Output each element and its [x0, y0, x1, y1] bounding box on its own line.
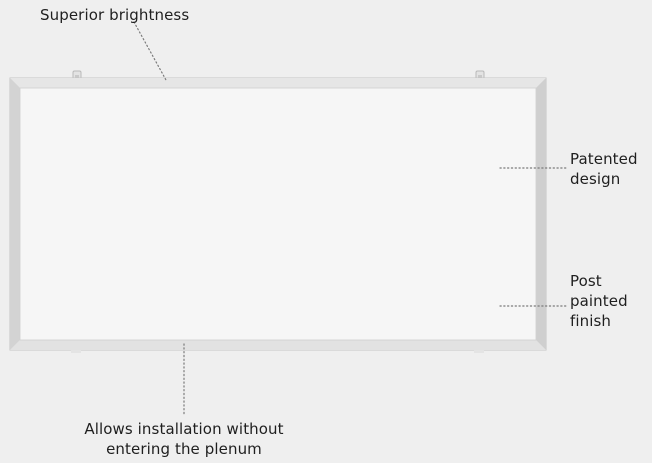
- callout-patented-line-1: Patented: [570, 150, 638, 168]
- panel-face: [19, 87, 537, 341]
- frame-bevel-bottom: [10, 340, 546, 350]
- callout-installation: Allows installation without entering the…: [56, 419, 312, 459]
- frame-bevel-top: [10, 78, 546, 88]
- frame-bevel-right: [536, 78, 546, 350]
- top-mounting-clip-left: [72, 70, 82, 80]
- callout-patented-design: Patented design: [570, 149, 638, 189]
- frame-bevel-left: [10, 78, 20, 350]
- bottom-foot-left: [71, 350, 81, 353]
- callout-post-painted-finish: Post painted finish: [570, 271, 628, 331]
- callout-installation-line-2: entering the plenum: [106, 440, 262, 458]
- callout-superior-brightness: Superior brightness: [40, 6, 190, 24]
- callout-post-line-1: Post: [570, 272, 602, 290]
- callout-patented-line-2: design: [570, 170, 621, 188]
- bottom-foot-right: [474, 350, 484, 353]
- leader-line-brightness: [133, 21, 167, 81]
- callout-post-line-3: finish: [570, 312, 612, 330]
- callout-installation-line-1: Allows installation without: [84, 420, 284, 438]
- callout-post-line-2: painted: [570, 292, 628, 310]
